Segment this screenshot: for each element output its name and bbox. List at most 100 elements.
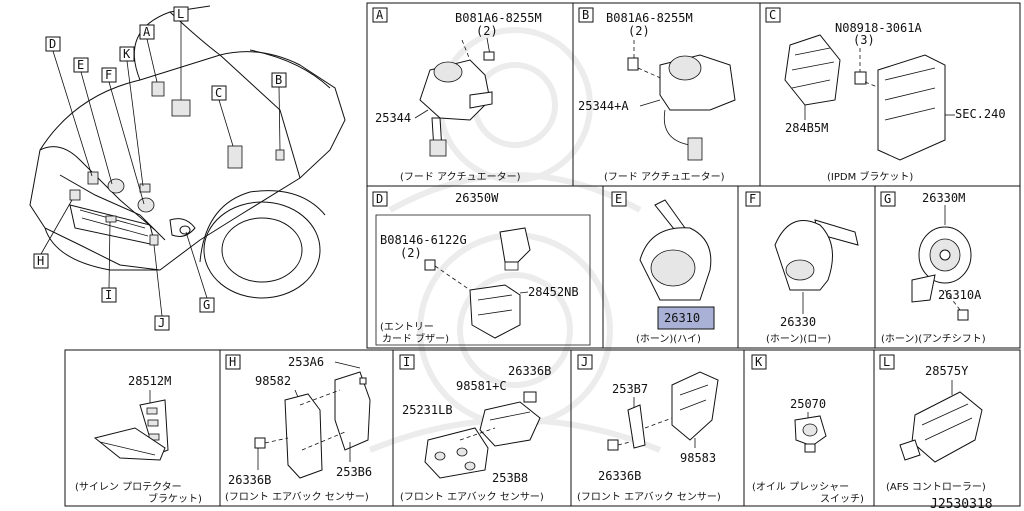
svg-text:(オイル プレッシャー: (オイル プレッシャー: [752, 481, 849, 493]
svg-text:スイッチ): スイッチ): [820, 493, 864, 505]
svg-text:H: H: [37, 254, 44, 268]
svg-text:D: D: [49, 37, 56, 51]
panel-J: J 253B7 26336B 98583 (フロント エアバック センサー): [577, 354, 721, 503]
callout-L[interactable]: L: [173, 6, 189, 100]
panel-E: E 26310 (ホーン)(ハイ): [611, 191, 715, 345]
callout-C[interactable]: C: [211, 85, 234, 147]
svg-text:26330M: 26330M: [922, 191, 965, 205]
svg-text:26310A: 26310A: [938, 288, 982, 302]
svg-text:SEC.240: SEC.240: [955, 107, 1006, 121]
svg-text:25070: 25070: [790, 397, 826, 411]
svg-text:26336B: 26336B: [508, 364, 551, 378]
svg-text:B: B: [582, 8, 589, 22]
svg-text:253B6: 253B6: [336, 465, 372, 479]
callout-D[interactable]: D: [45, 36, 93, 177]
svg-text:B: B: [275, 73, 282, 87]
panel-H: H 253A6 98582 26336B 253B6 (フロント エアバック セ…: [225, 354, 372, 503]
callout-I[interactable]: I: [101, 221, 117, 303]
svg-text:(AFS コントローラー): (AFS コントローラー): [886, 481, 986, 493]
svg-text:(フロント エアバック センサー): (フロント エアバック センサー): [225, 491, 369, 503]
svg-text:K: K: [123, 47, 131, 61]
svg-text:(2): (2): [400, 246, 422, 260]
svg-text:(フロント エアバック センサー): (フロント エアバック センサー): [400, 491, 544, 503]
svg-text:F: F: [105, 68, 112, 82]
panel-F: F 26330 (ホーン)(ロー): [745, 191, 859, 345]
svg-text:B08146-6122G: B08146-6122G: [380, 233, 467, 247]
svg-text:(3): (3): [853, 33, 875, 47]
callout-G[interactable]: G: [185, 231, 215, 313]
svg-text:25344+A: 25344+A: [578, 99, 629, 113]
svg-text:F: F: [749, 192, 756, 206]
panel-B: B B081A6-8255M (2) 25344+A (フード アクチュエーター…: [578, 7, 736, 183]
svg-text:253B8: 253B8: [492, 471, 528, 485]
panel-C: C N08918-3061A (3) 284B5M SEC.240 (IPDM …: [765, 7, 1006, 183]
diagram-id: J2530318: [930, 497, 993, 511]
svg-text:(サイレン プロテクター: (サイレン プロテクター: [75, 481, 182, 493]
svg-text:25231LB: 25231LB: [402, 403, 453, 417]
panel-A: A B081A6-8255M (2) 25344 (フード アクチュエーター): [372, 7, 542, 183]
svg-text:(フード アクチュエーター): (フード アクチュエーター): [400, 171, 521, 183]
svg-text:B081A6-8255M: B081A6-8255M: [606, 11, 693, 25]
panel-grid: [64, 2, 1021, 507]
svg-text:26310: 26310: [664, 311, 700, 325]
svg-text:I: I: [403, 355, 410, 369]
svg-text:26336B: 26336B: [228, 473, 271, 487]
svg-text:26350W: 26350W: [455, 191, 499, 205]
svg-text:98582: 98582: [255, 374, 291, 388]
svg-text:26336B: 26336B: [598, 469, 641, 483]
svg-text:C: C: [215, 86, 222, 100]
svg-text:E: E: [615, 192, 622, 206]
part-number: 25344: [375, 111, 411, 125]
callout-K[interactable]: K: [119, 46, 144, 187]
svg-text:カード ブザー): カード ブザー): [382, 332, 449, 345]
svg-text:I: I: [105, 288, 112, 302]
svg-text:26330: 26330: [780, 315, 816, 329]
svg-text:(ホーン)(ロー): (ホーン)(ロー): [766, 333, 831, 345]
callout-F[interactable]: F: [101, 67, 145, 205]
car-overview: A L K D E F C: [29, 5, 346, 331]
callout-E[interactable]: E: [73, 57, 113, 185]
svg-text:L: L: [883, 355, 890, 369]
svg-text:(2): (2): [628, 24, 650, 38]
svg-text:(IPDM ブラケット): (IPDM ブラケット): [827, 170, 913, 183]
panel-D: D 26350W B08146-6122G (2) 28452NB (エントリー…: [372, 191, 591, 346]
svg-text:K: K: [755, 355, 763, 369]
svg-text:L: L: [177, 7, 184, 21]
svg-text:A: A: [376, 8, 384, 22]
svg-text:E: E: [77, 58, 84, 72]
svg-text:98581+C: 98581+C: [456, 379, 507, 393]
svg-text:H: H: [229, 355, 236, 369]
svg-text:28575Y: 28575Y: [925, 364, 969, 378]
svg-text:J: J: [158, 316, 165, 330]
panel-L: L 28575Y (AFS コントローラー): [879, 354, 986, 493]
svg-text:D: D: [376, 192, 383, 206]
part-26310-highlight: [657, 306, 715, 330]
watermark-emblem: [368, 27, 662, 453]
panel-I: I 26336B 98581+C 25231LB 253B8 (フロント エアバ…: [399, 354, 551, 503]
svg-text:A: A: [143, 25, 151, 39]
svg-text:28452NB: 28452NB: [528, 285, 579, 299]
svg-text:(2): (2): [476, 24, 498, 38]
svg-text:253A6: 253A6: [288, 355, 324, 369]
svg-text:(ホーン)(アンチシフト): (ホーン)(アンチシフト): [881, 333, 986, 345]
callout-J[interactable]: J: [153, 244, 170, 331]
svg-text:G: G: [884, 192, 891, 206]
svg-text:253B7: 253B7: [612, 382, 648, 396]
svg-text:N08918-3061A: N08918-3061A: [835, 21, 922, 35]
panel-G: G 26330M 26310A (ホーン)(アンチシフト): [880, 191, 986, 345]
svg-text:(フロント エアバック センサー): (フロント エアバック センサー): [577, 491, 721, 503]
svg-text:C: C: [769, 8, 776, 22]
svg-text:ブラケット): ブラケット): [148, 492, 202, 505]
svg-text:G: G: [203, 298, 210, 312]
panel-K: K 25070 (オイル プレッシャー スイッチ): [751, 354, 864, 505]
svg-text:98583: 98583: [680, 451, 716, 465]
callout-B[interactable]: B: [271, 72, 287, 151]
svg-text:(エントリー: (エントリー: [380, 322, 434, 333]
callout-A[interactable]: A: [139, 24, 158, 83]
callout-H[interactable]: H: [33, 199, 73, 269]
bolt-part-number: B081A6-8255M: [455, 11, 542, 25]
panel-siren-bracket: 28512M (サイレン プロテクター ブラケット): [75, 374, 202, 505]
svg-text:(ホーン)(ハイ): (ホーン)(ハイ): [636, 333, 701, 345]
svg-text:284B5M: 284B5M: [785, 121, 828, 135]
